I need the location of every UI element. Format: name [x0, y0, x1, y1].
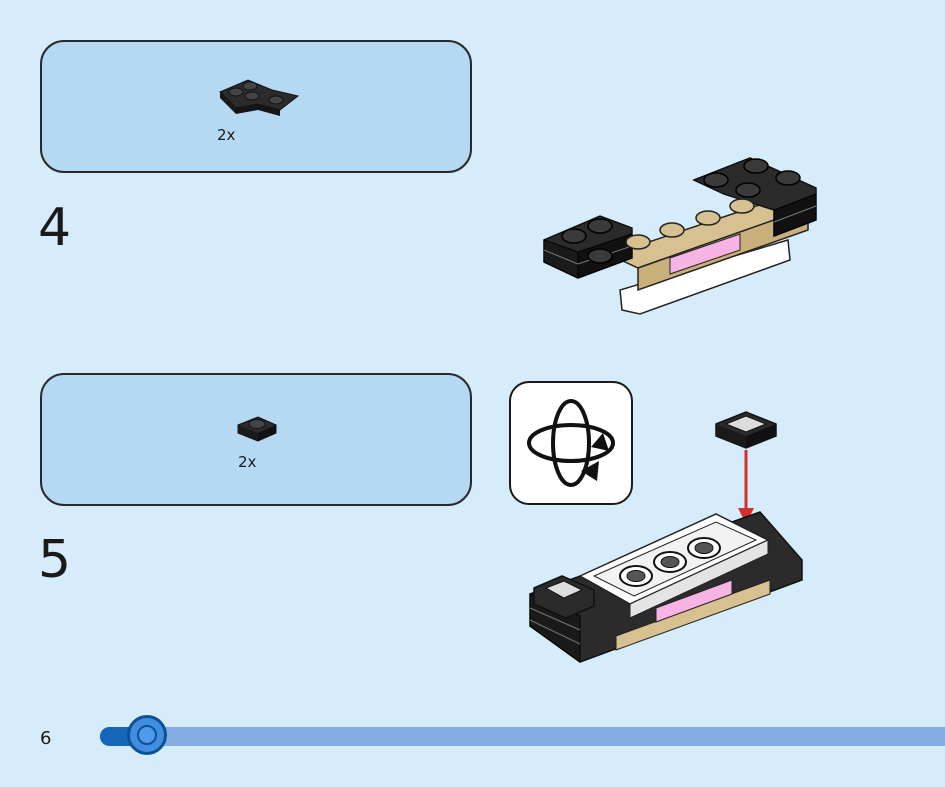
incoming-plate-1x1: [715, 411, 777, 449]
rotate-model-icon: [527, 399, 615, 487]
lego-corner-plate-black-icon: [219, 79, 300, 116]
rotate-model-box: [509, 381, 633, 505]
page-number: 6: [40, 728, 52, 749]
step-5-number: 5: [38, 530, 72, 590]
step-5-parts-box: 2x: [40, 373, 472, 506]
step-4-assembly-illustration: [543, 157, 817, 315]
lego-plate-1x1-black-icon: [237, 416, 277, 442]
progress-knob-inner-ring: [137, 725, 157, 745]
step-4-number: 4: [38, 198, 72, 258]
progress-bar-track: [100, 727, 945, 746]
step-5-assembly-illustration: [529, 411, 803, 663]
progress-indicator-knob: [127, 715, 167, 755]
step-4-parts-quantity: 2x: [217, 126, 236, 144]
step-4-parts-box: 2x: [40, 40, 472, 173]
step-5-parts-quantity: 2x: [238, 453, 257, 471]
